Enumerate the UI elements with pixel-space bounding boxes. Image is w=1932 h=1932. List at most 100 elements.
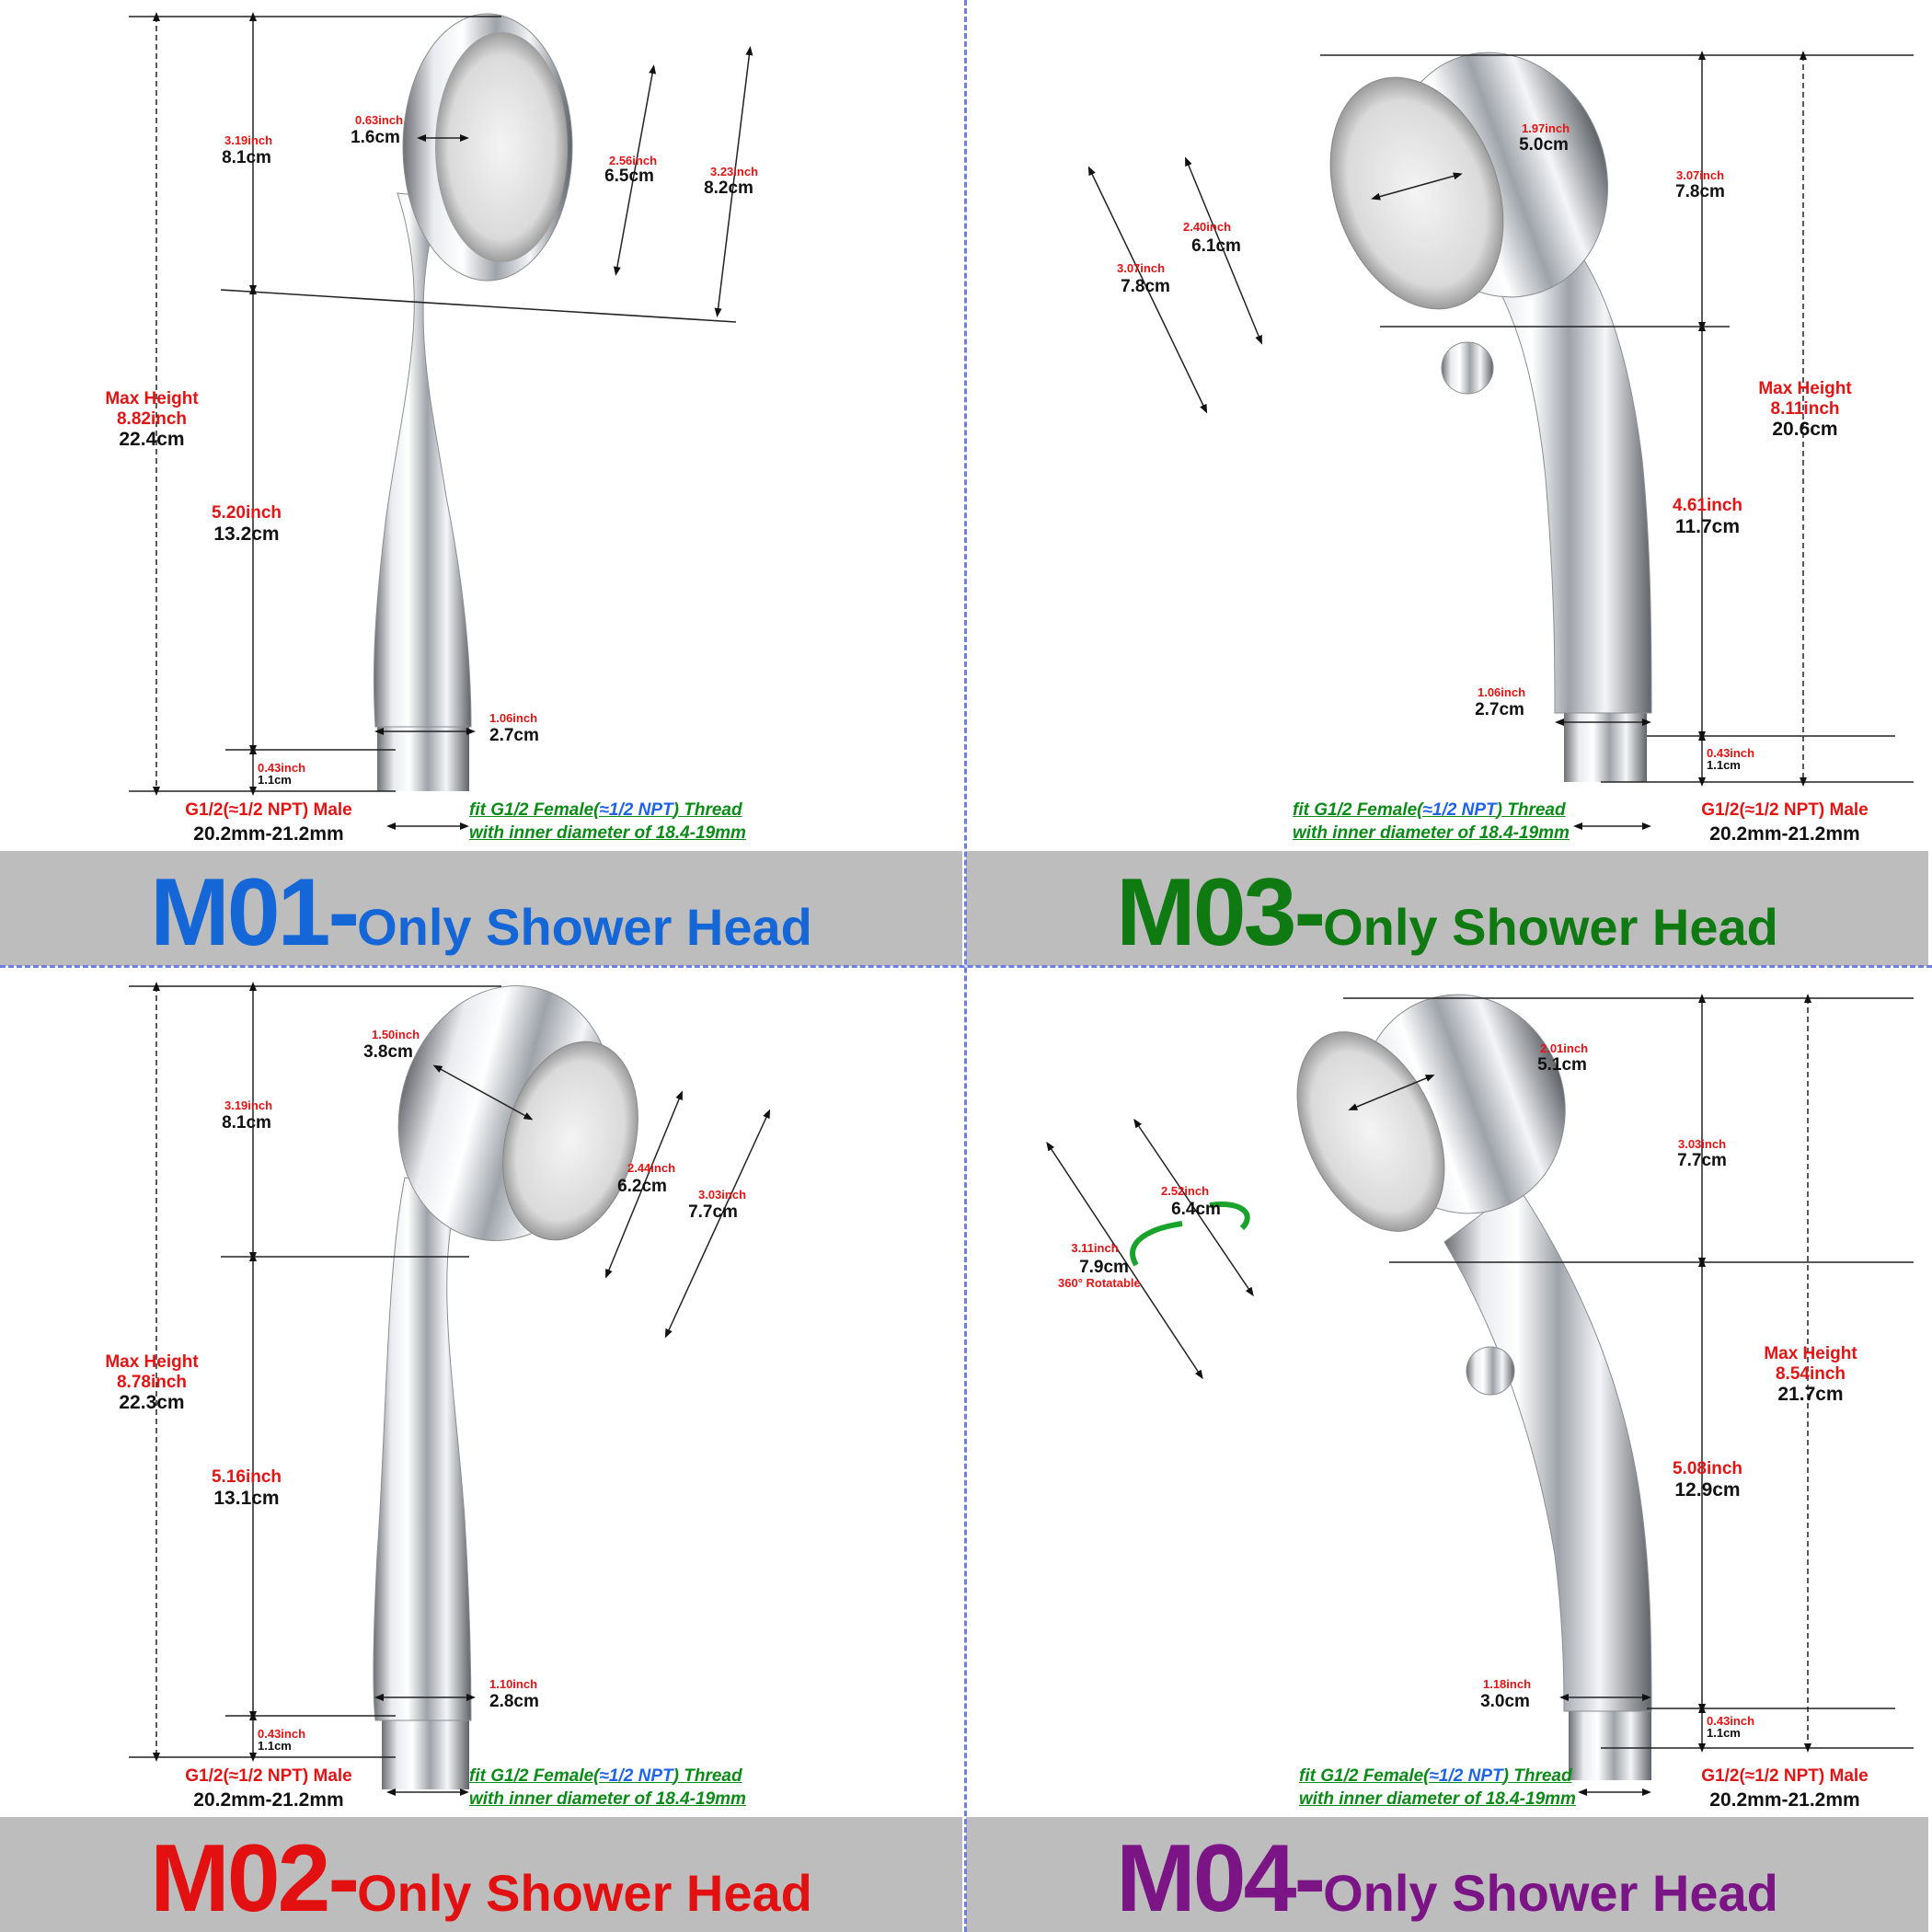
m02-face-outer-inch: 3.03inch (697, 1188, 747, 1202)
m01-thread-range: 20.2mm-21.2mm (193, 823, 344, 845)
m03-handle-inch: 4.61inch (1672, 496, 1743, 515)
horizontal-divider (0, 965, 1932, 968)
m01-max-height-inch: 8.82inch (116, 409, 188, 429)
m03-face-inner-inch: 2.40inch (1182, 220, 1232, 234)
m04-thread-len-inch: 0.43inch (1707, 1714, 1755, 1728)
m02-face-outer-cm: 7.7cm (688, 1202, 738, 1222)
m01-face-depth-inch: 0.63inch (354, 113, 404, 127)
m04-thread-len-cm: 1.1cm (1707, 1726, 1741, 1740)
m02-thread (382, 1716, 469, 1789)
m01-thread-len-inch: 0.43inch (258, 761, 306, 775)
m01-thread-male: G1/2(≈1/2 NPT) Male (185, 800, 352, 820)
m03-thread-len-cm: 1.1cm (1707, 758, 1741, 772)
m03-diagram (1087, 51, 1914, 830)
m04-face-depth-inch: 2.01inch (1539, 1041, 1589, 1055)
m01-face-outer-cm: 8.2cm (704, 178, 753, 198)
m03-thread-range: 20.2mm-21.2mm (1709, 823, 1860, 845)
m01-max-height-label: Max Height (105, 389, 199, 408)
m02-title: M02-Only Shower Head (150, 1825, 812, 1932)
m04-handle-inch: 5.08inch (1672, 1459, 1743, 1478)
m01-handle (373, 192, 472, 728)
m03-max-height-label: Max Height (1758, 379, 1852, 398)
m04-fit-line1: fit G1/2 Female(≈1/2 NPT) Thread (1299, 1766, 1572, 1786)
m04-thread (1569, 1707, 1651, 1780)
m04-fit-line2: with inner diameter of 18.4-19mm (1299, 1789, 1576, 1809)
m02-shower-head (373, 985, 638, 1789)
panel-m01: 3.19inch 8.1cm 0.63inch 1.6cm 2.56inch 6… (0, 0, 966, 966)
panel-m02: 3.19inch 8.1cm 1.50inch 3.8cm 2.44inch 6… (0, 966, 966, 1932)
m04-dimension-lines (1046, 994, 1914, 1796)
m03-face-depth-inch: 1.97inch (1521, 121, 1570, 135)
m04-thread-range: 20.2mm-21.2mm (1709, 1789, 1860, 1811)
m01-spray-face (435, 32, 568, 262)
m04-title: M04-Only Shower Head (1116, 1825, 1778, 1932)
m02-handle-cm: 13.1cm (213, 1488, 280, 1509)
m04-handle (1443, 1186, 1652, 1712)
m02-face-depth-inch: 1.50inch (371, 1028, 420, 1041)
m03-face-outer-cm: 7.8cm (1121, 277, 1170, 296)
m03-handle-cm: 11.7cm (1674, 516, 1741, 537)
m01-title-banner: M01-Only Shower Head (0, 851, 962, 966)
m01-thread-len-cm: 1.1cm (258, 773, 292, 787)
m03-thread-len-inch: 0.43inch (1707, 746, 1755, 760)
m03-max-height-cm: 20.6cm (1772, 419, 1838, 440)
m03-face-outer-inch: 3.07inch (1116, 261, 1166, 275)
m02-diagram (129, 982, 771, 1796)
m04-title-banner: M04-Only Shower Head (966, 1817, 1928, 1932)
m03-face-inner-cm: 6.1cm (1191, 236, 1241, 256)
m02-face-depth-cm: 3.8cm (363, 1042, 413, 1062)
m02-thread-range: 20.2mm-21.2mm (193, 1789, 344, 1811)
m02-thread-len-cm: 1.1cm (258, 1739, 292, 1753)
m02-max-height-cm: 22.3cm (119, 1392, 185, 1413)
m01-head-top-cm: 8.1cm (222, 148, 271, 167)
m03-thread (1564, 708, 1647, 782)
m02-head-top-cm: 8.1cm (222, 1113, 271, 1133)
m01-dimension-lines (129, 11, 753, 830)
m01-face-depth-cm: 1.6cm (351, 128, 400, 147)
m02-handle (373, 1177, 472, 1721)
panel-m03: 3.07inch 7.8cm 1.97inch 5.0cm 2.40inch 6… (966, 0, 1932, 966)
m01-diagram (129, 11, 753, 830)
m02-handle-width-inch: 1.10inch (489, 1677, 538, 1691)
m04-max-height-inch: 8.54inch (1775, 1364, 1846, 1384)
m04-diagram (1046, 994, 1914, 1796)
m02-title-banner: M02-Only Shower Head (0, 1817, 962, 1932)
m04-handle-width-cm: 3.0cm (1480, 1692, 1530, 1711)
m04-max-height-cm: 21.7cm (1777, 1384, 1844, 1405)
m04-handle-width-inch: 1.18inch (1482, 1677, 1532, 1691)
m01-fit-line1: fit G1/2 Female(≈1/2 NPT) Thread (469, 800, 742, 820)
m03-stop-button (1441, 341, 1494, 395)
m04-shower-head (1296, 994, 1652, 1780)
m01-handle-inch: 5.20inch (211, 503, 282, 523)
m02-fit-line1: fit G1/2 Female(≈1/2 NPT) Thread (469, 1766, 742, 1786)
m03-head-top-cm: 7.8cm (1675, 182, 1725, 201)
m02-face-inner-inch: 2.44inch (627, 1161, 676, 1175)
m02-thread-len-inch: 0.43inch (258, 1727, 306, 1741)
m03-max-height-inch: 8.11inch (1770, 399, 1840, 419)
m03-shower-head (1329, 52, 1652, 782)
m02-face-inner-cm: 6.2cm (617, 1177, 667, 1196)
m03-title: M03-Only Shower Head (1116, 859, 1778, 966)
m01-face-inner-inch: 2.56inch (608, 154, 658, 167)
m03-title-banner: M03-Only Shower Head (966, 851, 1928, 966)
m03-handle-width-cm: 2.7cm (1475, 700, 1524, 719)
m03-fit-line2: with inner diameter of 18.4-19mm (1293, 823, 1570, 843)
m04-rotatable-label: 360° Rotatable (1058, 1276, 1141, 1290)
m04-face-outer-inch: 3.11inch (1071, 1241, 1119, 1255)
m01-handle-cm: 13.2cm (213, 523, 280, 545)
m02-fit-line2: with inner diameter of 18.4-19mm (469, 1789, 746, 1809)
m04-face-inner-inch: 2.52inch (1160, 1184, 1210, 1198)
m03-thread-male: G1/2(≈1/2 NPT) Male (1701, 800, 1869, 820)
m02-max-height-label: Max Height (105, 1352, 199, 1372)
m04-handle-cm: 12.9cm (1674, 1479, 1741, 1501)
m01-face-outer-inch: 3.23inch (709, 165, 759, 178)
m01-handle-width-cm: 2.7cm (489, 726, 539, 745)
m02-handle-inch: 5.16inch (211, 1467, 282, 1487)
m04-rotate-arrow-left (1130, 1221, 1183, 1267)
m01-title: M01-Only Shower Head (150, 859, 812, 966)
m03-handle (1466, 201, 1652, 714)
m03-head-top-inch: 3.07inch (1675, 168, 1725, 182)
panel-m04: 3.03inch 7.7cm 2.01inch 5.1cm 2.52inch 6… (966, 966, 1932, 1932)
m04-stop-button (1466, 1346, 1515, 1396)
m02-thread-male: G1/2(≈1/2 NPT) Male (185, 1766, 352, 1786)
